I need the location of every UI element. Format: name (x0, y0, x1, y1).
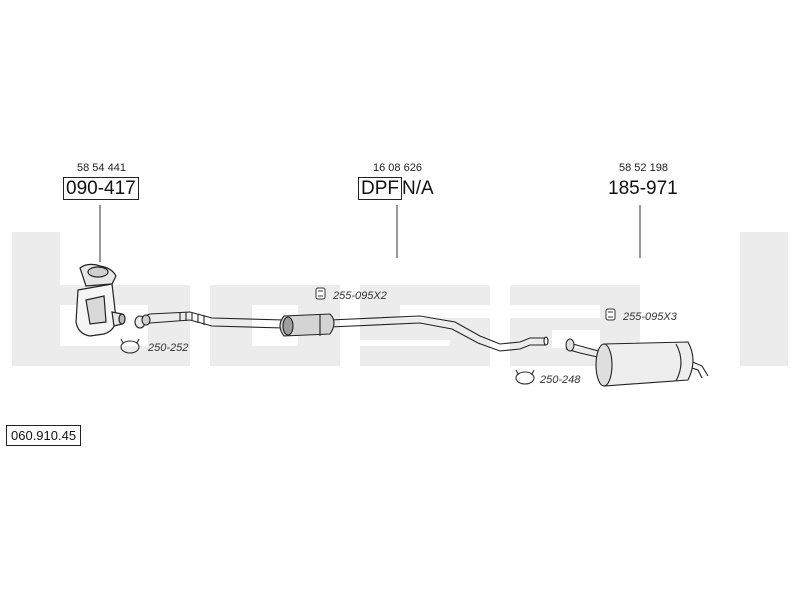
middle-outlet-end (543, 336, 549, 346)
rear-silencer (595, 341, 694, 387)
ref-mount-right: 255-095X3 (623, 311, 677, 323)
dpf-label: DPF (358, 177, 402, 200)
ref-mount-middle: 255-095X2 (333, 290, 387, 302)
diagram-id: 060.910.45 (6, 425, 82, 446)
ref-clamp-left: 250-252 (148, 342, 189, 354)
part-number-left: 090-417 (63, 177, 139, 200)
ref-clamp-middle: 250-248 (540, 374, 581, 386)
oem-number-middle: 16 08 626 (373, 162, 422, 174)
rear-inlet-flange (565, 338, 575, 352)
clamp-icon (515, 369, 535, 385)
clamp-icon (120, 338, 140, 354)
rubber-mount-icon (315, 287, 326, 300)
oem-number-right: 58 52 198 (619, 162, 668, 174)
middle-silencer (279, 313, 335, 337)
part-number-right: 185-971 (608, 178, 678, 199)
catalytic-converter (75, 263, 126, 337)
rubber-mount-icon (605, 308, 616, 321)
front-flange (134, 314, 151, 329)
part-number-middle: N/A (402, 178, 434, 199)
oem-number-left: 58 54 441 (77, 162, 126, 174)
watermark-logo (12, 232, 788, 366)
